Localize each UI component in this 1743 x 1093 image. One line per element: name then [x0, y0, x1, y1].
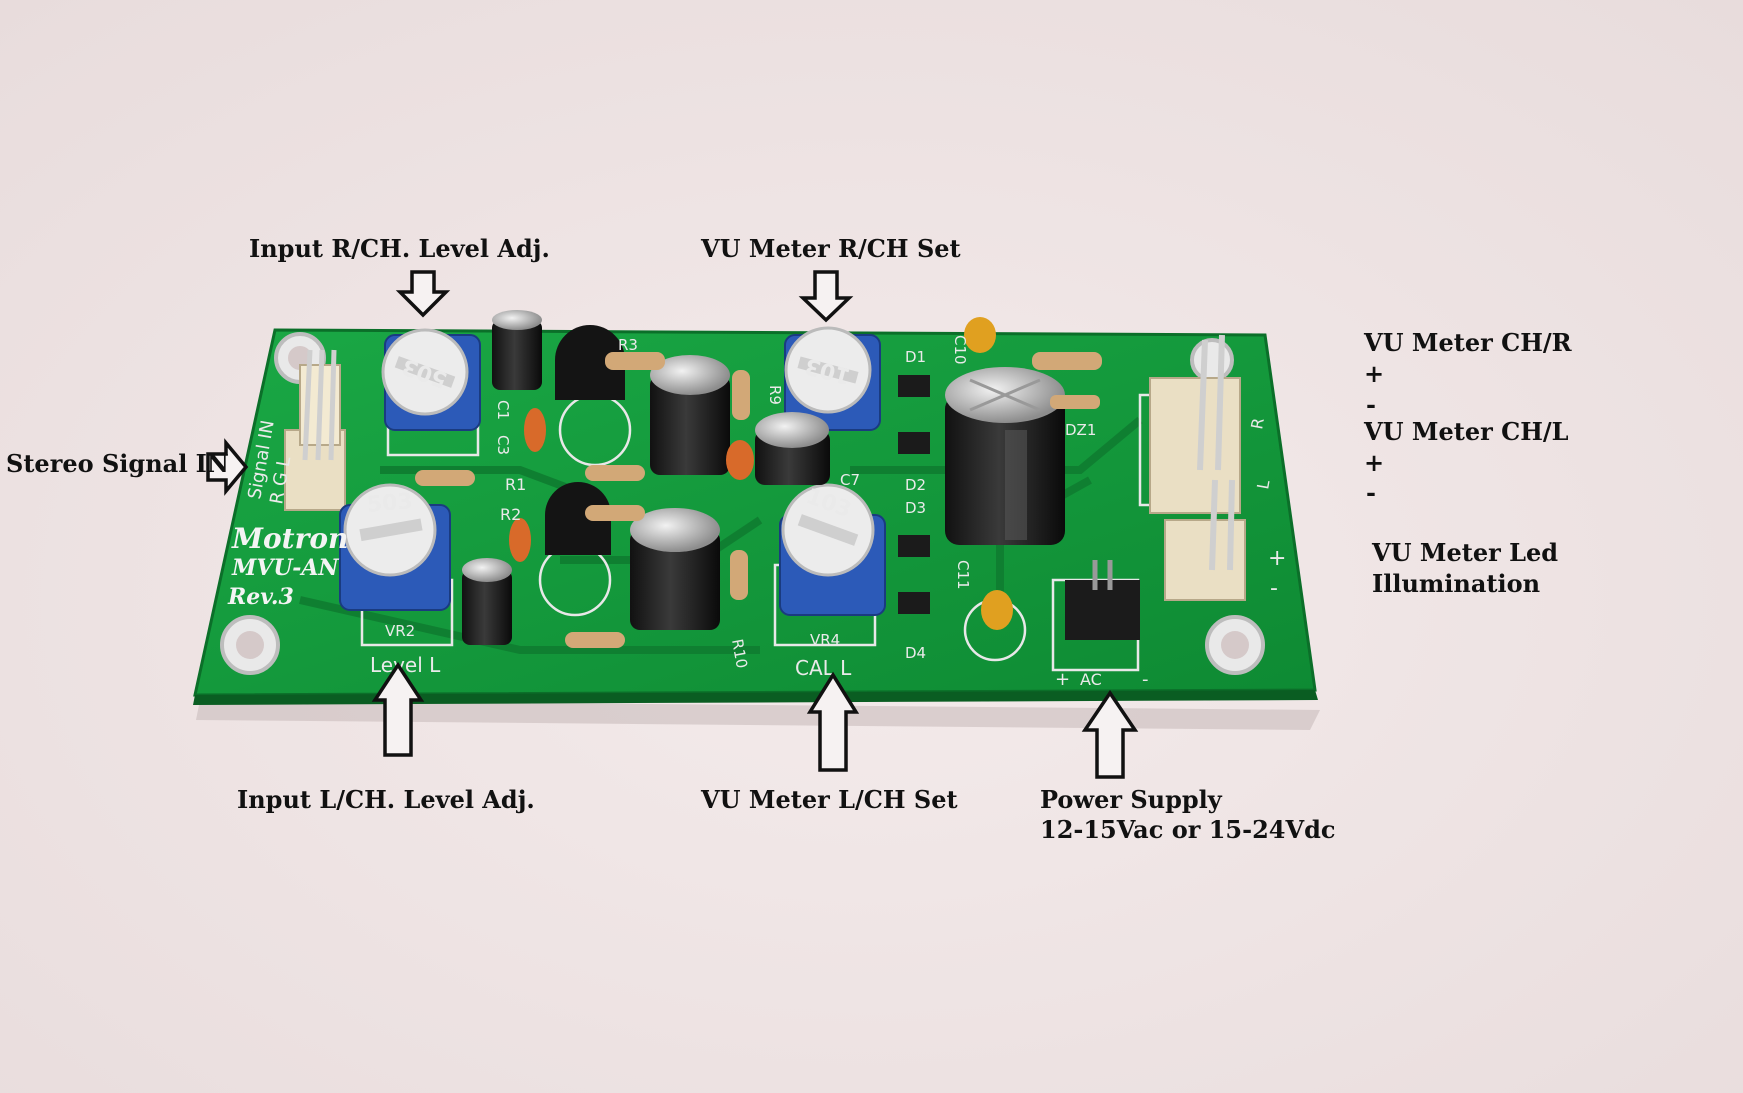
capacitor-main-filter	[945, 367, 1065, 545]
ref-c10: C10	[951, 335, 969, 365]
arrow-up-vu-l-icon	[806, 671, 860, 772]
ps-ac-label: AC	[1080, 670, 1102, 689]
arrow-down-vu-r-icon	[798, 270, 854, 323]
label-vu-l-set: VU Meter L/CH Set	[701, 785, 958, 814]
ref-r10: R10	[728, 638, 751, 670]
ps-plus-label: +	[1055, 669, 1070, 690]
arrow-up-power-icon	[1081, 689, 1139, 779]
trimmer-vr2-code: 503	[366, 489, 414, 518]
label-power-supply-spec: 12-15Vac or 15-24Vdc	[1040, 815, 1336, 844]
label-vu-r-set: VU Meter R/CH Set	[701, 234, 961, 263]
signal-input-connector	[284, 349, 346, 511]
ref-d3: D3	[905, 499, 926, 517]
bridge-rectifier	[1065, 560, 1140, 640]
board-model: MVU-AN	[231, 555, 339, 581]
transistor-q1	[555, 325, 625, 400]
label-input-l-level: Input L/CH. Level Adj.	[237, 785, 535, 814]
ref-c3: C3	[494, 435, 512, 455]
arrow-up-input-l-icon	[371, 661, 425, 757]
label-vu-ch-l: VU Meter CH/L	[1364, 417, 1569, 446]
ref-c1: C1	[494, 400, 512, 420]
out-r-label: R	[1247, 416, 1268, 430]
ref-dz1: DZ1	[1065, 421, 1096, 439]
label-led-illum-1: VU Meter Led	[1372, 538, 1559, 567]
arrow-down-input-r-icon	[395, 270, 451, 318]
board-shadow	[196, 700, 1320, 730]
ref-r3: R3	[618, 336, 638, 354]
resistors	[415, 352, 1102, 648]
trimmer-vr3[interactable]	[784, 326, 881, 431]
ref-d1: D1	[905, 348, 926, 366]
out-l-label: L	[1253, 479, 1273, 491]
ps-minus-label: -	[1142, 669, 1149, 690]
vu-meter-connectors	[1149, 334, 1246, 601]
capacitor-c-small-2	[462, 558, 512, 645]
board-revision: Rev.3	[227, 584, 294, 610]
label-vu-ch-r-minus: -	[1366, 390, 1376, 419]
diodes	[898, 375, 930, 614]
capacitor-c5	[630, 508, 720, 630]
ref-r2: R2	[500, 505, 521, 524]
label-input-r-level: Input R/CH. Level Adj.	[249, 234, 550, 263]
ref-c7: C7	[840, 471, 860, 489]
pcb-edge	[193, 690, 1318, 705]
led-plus-label: +	[1268, 546, 1286, 571]
label-stereo-in: Stereo Signal IN	[6, 449, 229, 478]
ref-r1: R1	[505, 475, 526, 494]
trimmer-vr1[interactable]	[381, 328, 481, 431]
capacitor-c7	[755, 412, 830, 485]
label-led-illum-2: Illumination	[1372, 569, 1541, 598]
label-vu-ch-r: VU Meter CH/R	[1364, 328, 1572, 357]
trimmer-vr4[interactable]	[779, 483, 886, 616]
capacitor-c4	[650, 355, 730, 475]
trimmer-vr2[interactable]	[339, 483, 451, 611]
led-minus-label: -	[1270, 576, 1278, 601]
label-vu-ch-l-plus: +	[1364, 448, 1385, 477]
label-vu-ch-r-plus: +	[1364, 359, 1385, 388]
ref-c11: C11	[954, 560, 972, 590]
transistor-q2	[545, 482, 611, 555]
board-brand: Motron	[231, 522, 348, 555]
ref-r9: R9	[766, 385, 784, 405]
ref-d4: D4	[905, 644, 926, 662]
ref-vr4: VR4	[810, 631, 840, 649]
ceramic-capacitors	[509, 317, 1013, 630]
capacitor-c1	[492, 310, 542, 390]
ref-vr2: VR2	[385, 622, 415, 640]
ref-d2: D2	[905, 476, 926, 494]
label-power-supply-title: Power Supply	[1040, 785, 1222, 814]
label-vu-ch-l-minus: -	[1366, 478, 1376, 507]
cal-l-label: CAL L	[795, 656, 852, 680]
arrow-right-stereo-in-icon	[206, 438, 249, 496]
level-l-label: Level L	[370, 653, 441, 677]
